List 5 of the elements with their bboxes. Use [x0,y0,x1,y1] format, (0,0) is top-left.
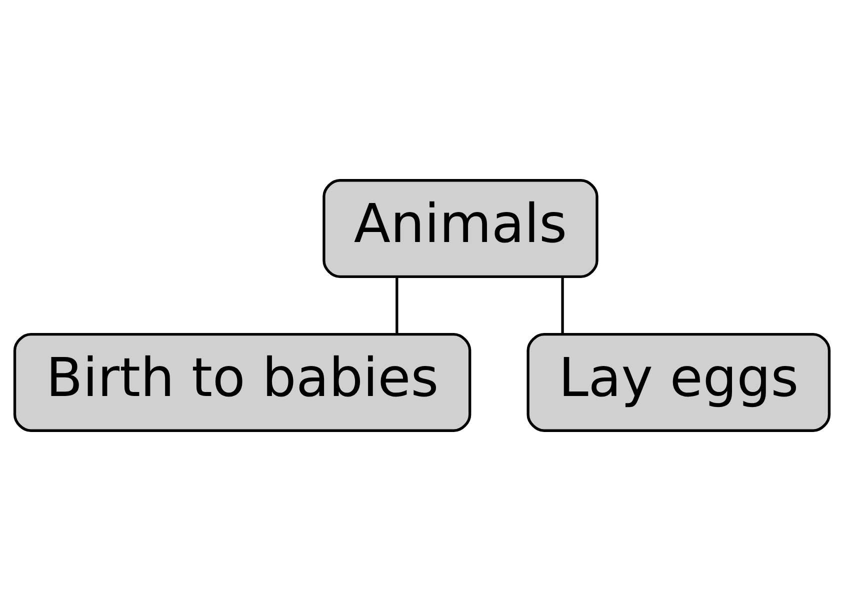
node-box: Animals [322,178,598,278]
node-box: Birth to babies [13,332,472,432]
connector [561,276,564,334]
node-box: Lay eggs [526,332,831,432]
connector [396,276,398,334]
